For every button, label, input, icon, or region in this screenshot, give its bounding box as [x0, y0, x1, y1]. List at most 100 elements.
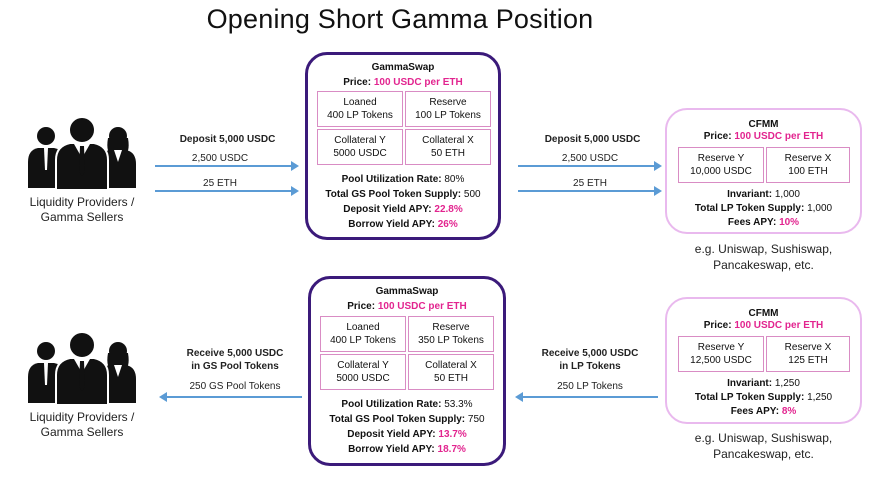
receive-title-line1: Receive 5,000 USDC: [186, 348, 284, 359]
supply-stat: Total GS Pool Token Supply: 500: [308, 187, 498, 202]
fees-label: Fees APY:: [730, 406, 780, 417]
cell-value: 12,500 USDC: [690, 355, 752, 366]
cell-value: 50 ETH: [434, 373, 468, 384]
examples-line1: e.g. Uniswap, Sushiswap,: [694, 431, 833, 445]
deposit-line2-label: 25 ETH: [203, 178, 237, 189]
receive-title: Receive 5,000 USDC in GS Pool Tokens: [165, 347, 305, 373]
price-label: Price:: [347, 301, 376, 312]
fees-value: 10%: [779, 217, 800, 228]
deposit-title: Deposit 5,000 USDC: [179, 134, 276, 145]
supply-label: Total GS Pool Token Supply:: [329, 414, 466, 425]
reserve-x-cell: Reserve X 100 ETH: [766, 147, 850, 183]
gammaswap-title: GammaSwap: [371, 62, 435, 73]
people-label-line1: Liquidity Providers /: [29, 410, 135, 424]
invariant-value: 1,250: [774, 378, 800, 389]
receive-title: Receive 5,000 USDC in LP Tokens: [525, 347, 655, 373]
examples-line2: Pancakeswap, etc.: [713, 447, 814, 461]
cell-name: Loaned: [343, 97, 377, 108]
lp-supply-stat: Total LP Token Supply: 1,000: [667, 201, 860, 216]
price-line: Price: 100 USDC per ETH: [311, 301, 503, 312]
receive-line-label: 250 GS Pool Tokens: [189, 381, 281, 392]
borrow-yield-stat: Borrow Yield APY: 18.7%: [311, 442, 503, 457]
lp-supply-value: 1,000: [807, 203, 833, 214]
arrow-right-icon: [155, 161, 299, 171]
cell-name: Reserve: [429, 97, 467, 108]
utilization-value: 53.3%: [444, 399, 473, 410]
receive-title-line1: Receive 5,000 USDC: [541, 348, 639, 359]
cfmm-title: CFMM: [748, 119, 779, 130]
arrow-right-icon: [518, 161, 662, 171]
examples-line2: Pancakeswap, etc.: [713, 258, 814, 272]
examples-line1: e.g. Uniswap, Sushiswap,: [694, 242, 833, 256]
people-label: Liquidity Providers / Gamma Sellers: [7, 195, 157, 225]
people-group-icon: [28, 331, 136, 405]
lp-supply-label: Total LP Token Supply:: [694, 203, 805, 214]
deposit-yield-value: 13.7%: [438, 429, 467, 440]
utilization-value: 80%: [444, 174, 465, 185]
borrow-yield-stat: Borrow Yield APY: 26%: [308, 217, 498, 232]
reserve-y-cell: Reserve Y 12,500 USDC: [678, 336, 764, 372]
lp-supply-value: 1,250: [807, 392, 833, 403]
price-value: 100 USDC per ETH: [734, 320, 824, 331]
reserve-cell: Reserve 350 LP Tokens: [408, 316, 494, 352]
examples-note: e.g. Uniswap, Sushiswap, Pancakeswap, et…: [665, 241, 862, 273]
price-value: 100 USDC per ETH: [377, 301, 467, 312]
price-line: Price: 100 USDC per ETH: [667, 131, 860, 142]
receive-line-label: 250 LP Tokens: [557, 381, 623, 392]
invariant-label: Invariant:: [727, 378, 773, 389]
cell-value: 400 LP Tokens: [330, 335, 396, 346]
gammaswap-box: GammaSwap Price: 100 USDC per ETH Loaned…: [305, 52, 501, 240]
cell-value: 350 LP Tokens: [418, 335, 484, 346]
gammaswap-box: GammaSwap Price: 100 USDC per ETH Loaned…: [308, 276, 506, 466]
supply-value: 750: [467, 414, 485, 425]
collateral-x-cell: Collateral X 50 ETH: [405, 129, 491, 165]
price-label: Price:: [703, 131, 732, 142]
cfmm-box: CFMM Price: 100 USDC per ETH Reserve Y 1…: [665, 108, 862, 234]
arrow-left-icon: [159, 392, 302, 402]
collateral-y-cell: Collateral Y 5000 USDC: [320, 354, 406, 390]
collateral-x-cell: Collateral X 50 ETH: [408, 354, 494, 390]
price-line: Price: 100 USDC per ETH: [308, 77, 498, 88]
price-line: Price: 100 USDC per ETH: [667, 320, 860, 331]
lp-supply-label: Total LP Token Supply:: [694, 392, 805, 403]
cell-name: Reserve Y: [697, 342, 745, 353]
deposit-yield-value: 22.8%: [434, 204, 463, 215]
deposit-line1-label: 2,500 USDC: [191, 153, 249, 164]
invariant-stat: Invariant: 1,000: [667, 187, 860, 202]
deposit-yield-stat: Deposit Yield APY: 22.8%: [308, 202, 498, 217]
cell-name: Collateral Y: [334, 135, 386, 146]
people-label-line1: Liquidity Providers /: [29, 195, 135, 209]
supply-label: Total GS Pool Token Supply:: [325, 189, 462, 200]
reserve-x-cell: Reserve X 125 ETH: [766, 336, 850, 372]
cell-name: Reserve: [432, 322, 470, 333]
examples-note: e.g. Uniswap, Sushiswap, Pancakeswap, et…: [665, 430, 862, 462]
utilization-stat: Pool Utilization Rate: 53.3%: [311, 397, 503, 412]
invariant-value: 1,000: [774, 189, 800, 200]
arrow-left-icon: [515, 392, 658, 402]
cell-name: Reserve X: [784, 342, 832, 353]
fees-value: 8%: [781, 406, 797, 417]
cell-value: 125 ETH: [788, 355, 828, 366]
cell-name: Reserve X: [784, 153, 832, 164]
fees-label: Fees APY:: [727, 217, 777, 228]
deposit-yield-label: Deposit Yield APY:: [347, 429, 436, 440]
reserve-cell: Reserve 100 LP Tokens: [405, 91, 491, 127]
borrow-yield-value: 26%: [437, 219, 458, 230]
lp-supply-stat: Total LP Token Supply: 1,250: [667, 390, 860, 405]
price-value: 100 USDC per ETH: [734, 131, 824, 142]
invariant-stat: Invariant: 1,250: [667, 376, 860, 391]
fees-stat: Fees APY: 10%: [667, 215, 860, 230]
receive-title-line2: in GS Pool Tokens: [191, 361, 279, 372]
cfmm-title: CFMM: [748, 308, 779, 319]
gammaswap-title: GammaSwap: [375, 286, 439, 297]
cell-name: Collateral X: [422, 135, 474, 146]
loaned-cell: Loaned 400 LP Tokens: [320, 316, 406, 352]
utilization-stat: Pool Utilization Rate: 80%: [308, 172, 498, 187]
supply-stat: Total GS Pool Token Supply: 750: [311, 412, 503, 427]
deposit-line1-label: 2,500 USDC: [561, 153, 619, 164]
arrow-right-icon: [155, 186, 299, 196]
people-label-line2: Gamma Sellers: [40, 210, 124, 224]
price-value: 100 USDC per ETH: [373, 77, 463, 88]
deposit-yield-stat: Deposit Yield APY: 13.7%: [311, 427, 503, 442]
borrow-yield-label: Borrow Yield APY:: [348, 219, 435, 230]
